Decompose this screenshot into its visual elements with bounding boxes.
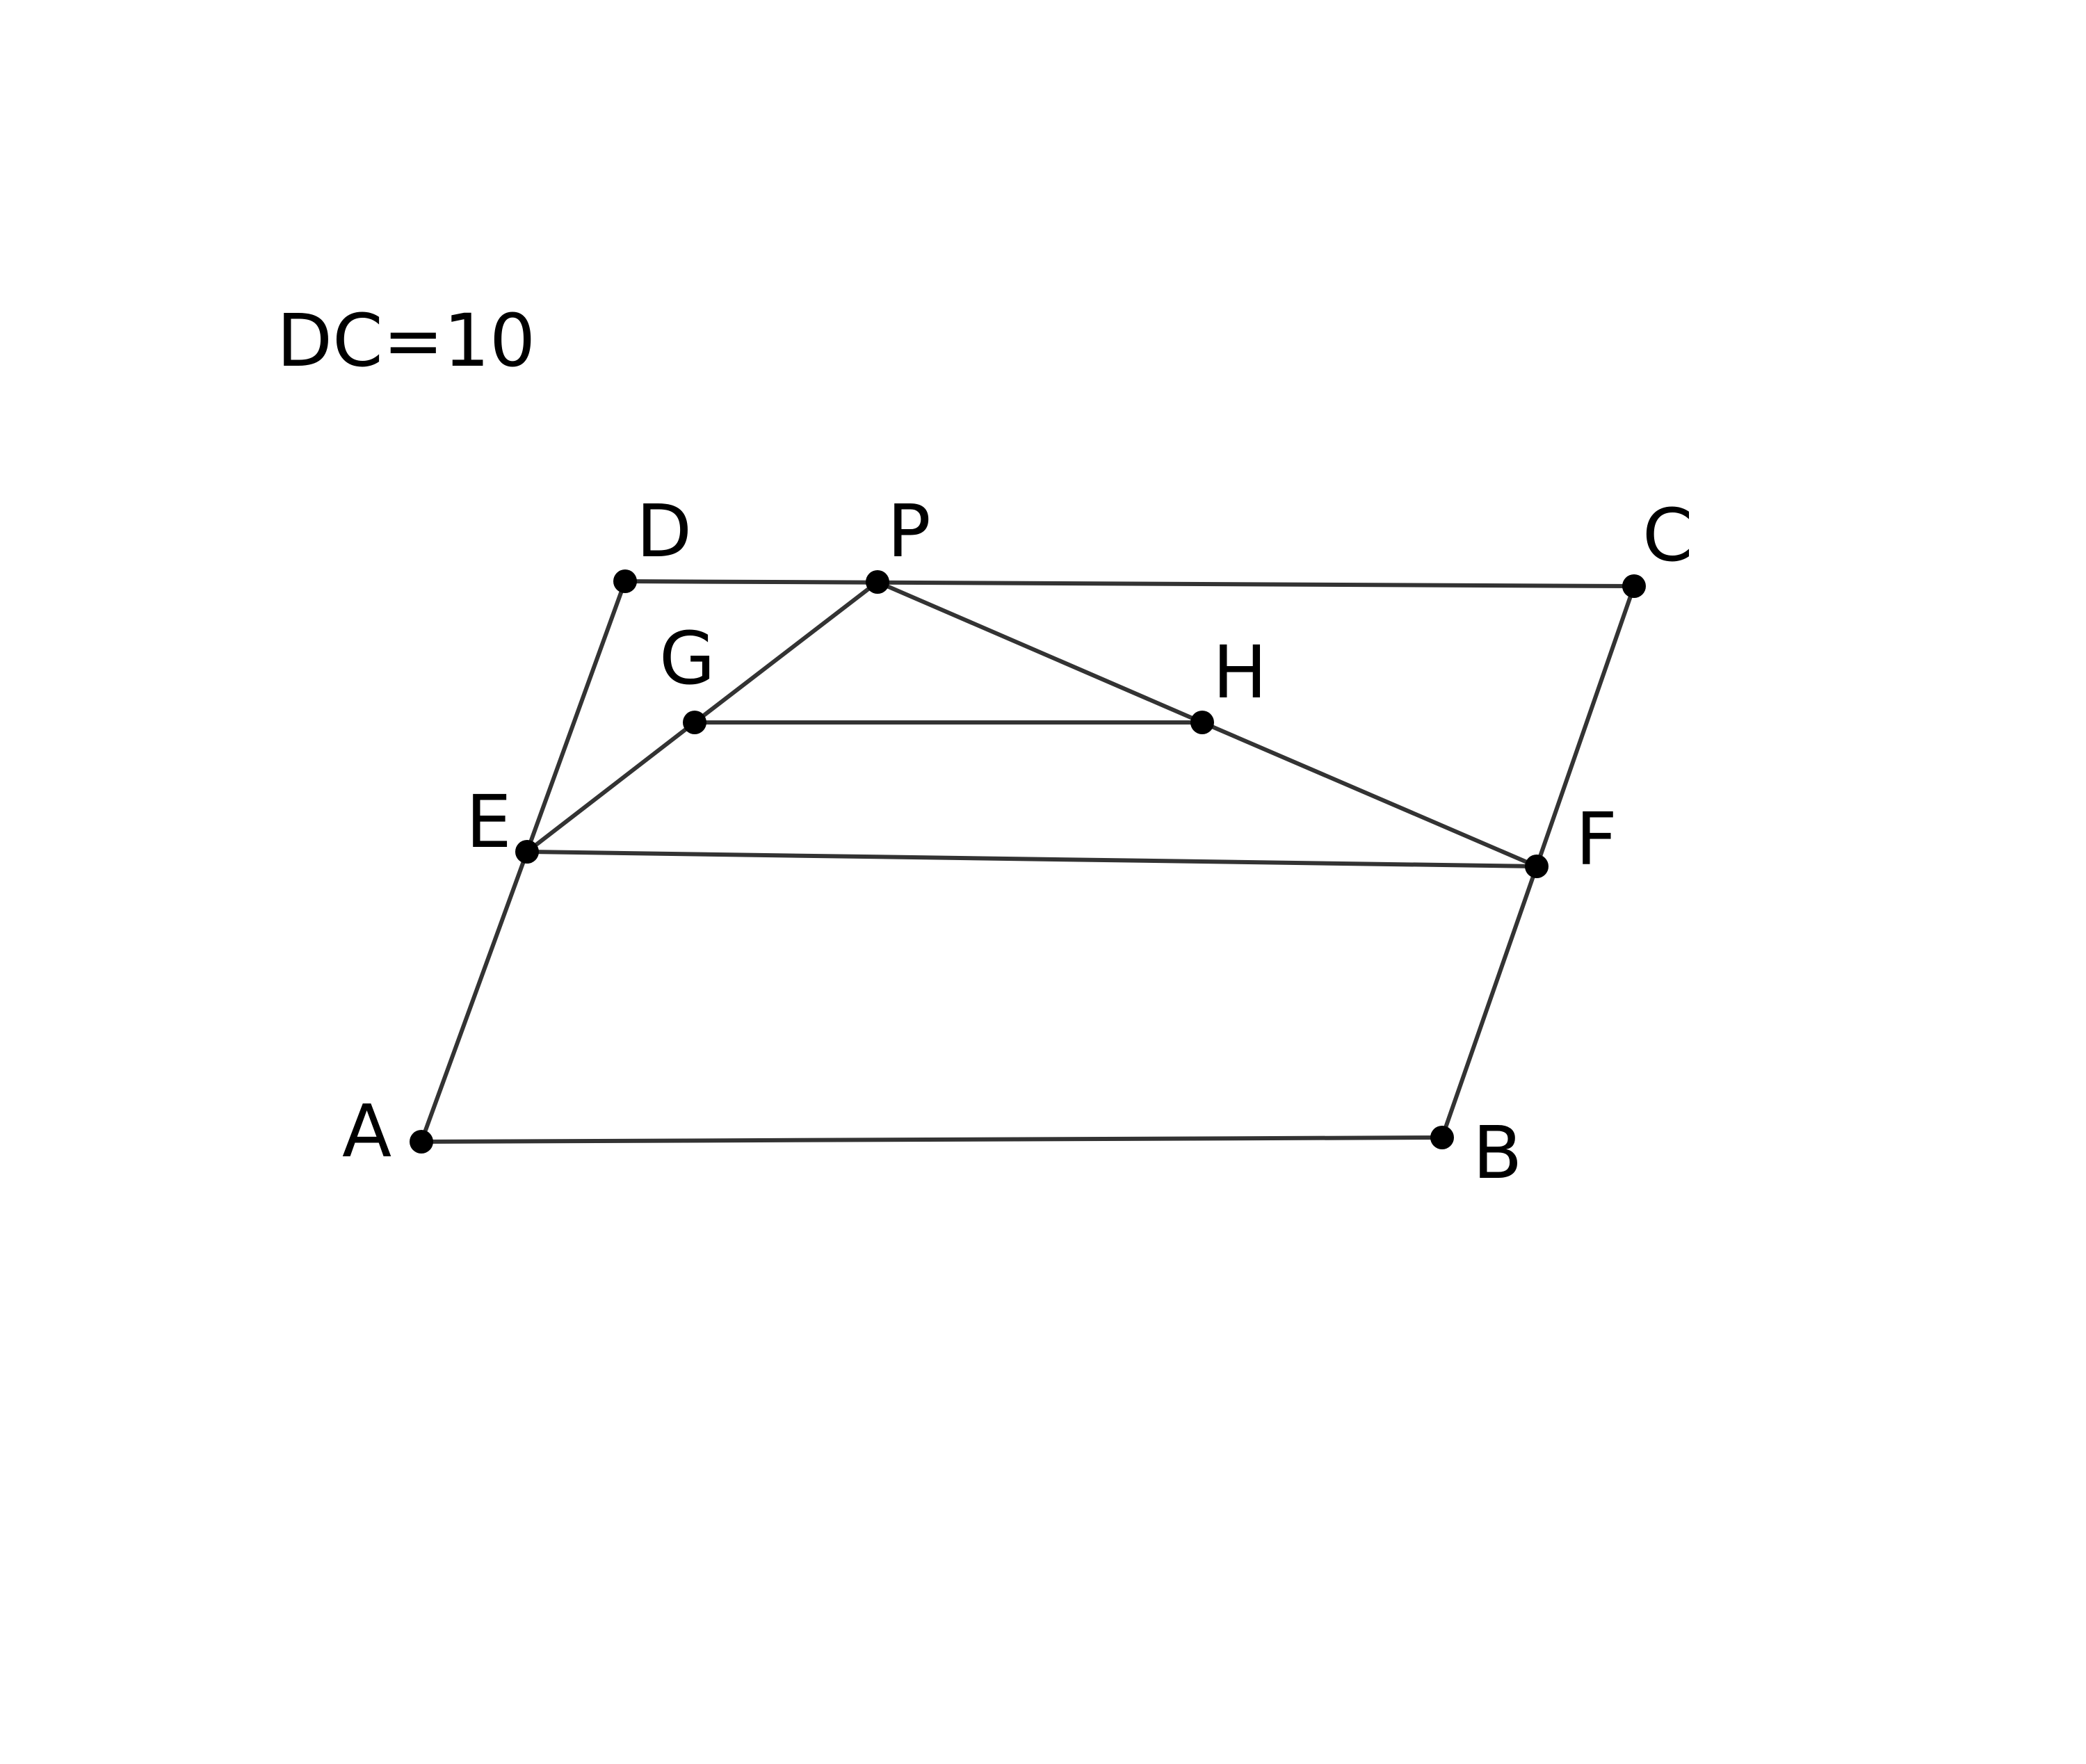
segment-ea xyxy=(419,850,529,1144)
label-b: B xyxy=(1473,1110,1522,1195)
segment-fc xyxy=(1535,584,1636,868)
label-a: A xyxy=(342,1089,391,1174)
labels-layer: A B C D P G H E F xyxy=(342,489,1693,1195)
label-g: G xyxy=(659,616,715,701)
point-h xyxy=(1190,711,1214,734)
point-e xyxy=(515,840,539,864)
segment-gp xyxy=(693,580,880,725)
label-h: H xyxy=(1213,630,1267,715)
point-d xyxy=(613,569,637,593)
label-f: F xyxy=(1576,797,1617,882)
segment-bf xyxy=(1440,864,1539,1140)
segment-cd xyxy=(623,579,1636,588)
segment-ef xyxy=(525,850,1539,868)
segment-hf xyxy=(1200,720,1539,868)
segments-layer xyxy=(419,579,1636,1144)
point-c xyxy=(1622,574,1646,598)
segment-de xyxy=(525,579,627,854)
segment-ab xyxy=(419,1135,1444,1144)
label-d: D xyxy=(636,489,692,574)
point-g xyxy=(683,711,706,734)
segment-eg xyxy=(525,720,697,854)
label-e: E xyxy=(466,779,512,864)
point-f xyxy=(1525,855,1549,878)
point-a xyxy=(410,1130,433,1154)
label-p: P xyxy=(887,489,931,574)
point-p xyxy=(866,570,889,594)
segment-ph xyxy=(875,580,1204,725)
point-b xyxy=(1430,1126,1454,1149)
label-c: C xyxy=(1642,493,1693,578)
points-layer xyxy=(410,569,1646,1154)
caption-text: DC=10 xyxy=(277,298,535,383)
